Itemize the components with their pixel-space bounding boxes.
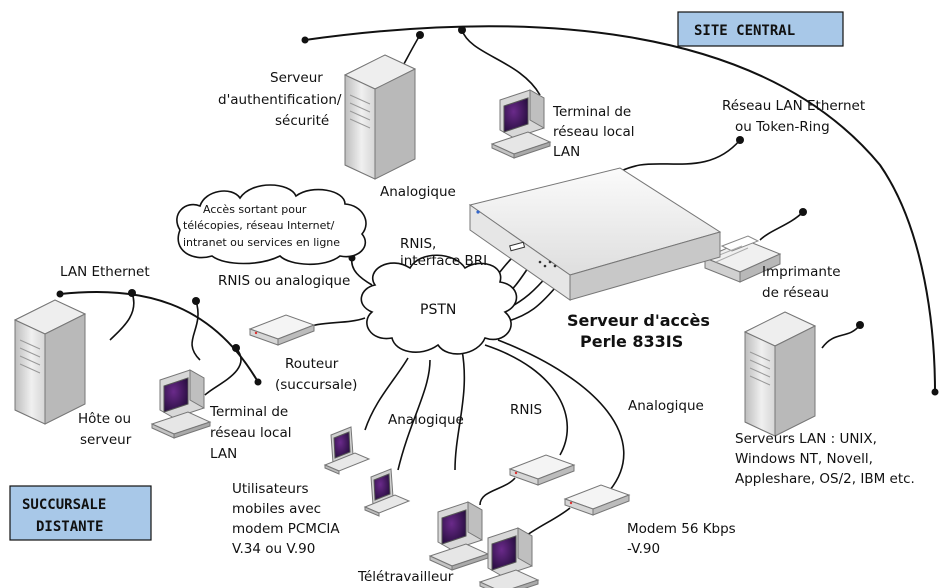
mobile-users-label: V.34 ou V.90 <box>232 541 315 557</box>
branch-terminal-label: Terminal de <box>209 404 288 420</box>
lan-central-label: ou Token-Ring <box>735 119 830 135</box>
modem-label: Modem 56 Kbps <box>627 521 736 537</box>
pstn-cloud: PSTN <box>360 254 518 355</box>
central-terminal-icon <box>491 89 551 159</box>
pstn-label: PSTN <box>420 302 456 318</box>
teleworker-terminal-icon <box>429 501 489 571</box>
laptop-icon <box>324 426 370 475</box>
auth-server-label: sécurité <box>275 113 329 129</box>
auth-server-label: d'authentification/ <box>218 92 342 108</box>
central-terminal-label: LAN <box>553 144 580 160</box>
access-server-icon <box>468 167 722 301</box>
site-central-label: SITE CENTRAL <box>694 23 795 39</box>
laptop-icon <box>364 468 410 517</box>
teleworker-terminal-icon <box>479 527 539 588</box>
outbound-cloud: Accès sortant pour télécopies, réseau In… <box>176 184 367 266</box>
cloud-text-line: intranet ou services en ligne <box>183 236 340 249</box>
cloud-text-line: télécopies, réseau Internet/ <box>183 219 335 232</box>
branch-terminal-icon <box>151 369 211 439</box>
host-server-icon <box>14 299 86 425</box>
lan-servers-label: Windows NT, Novell, <box>735 451 873 467</box>
cloud-text-line: Accès sortant pour <box>203 203 307 216</box>
rnis-label: RNIS <box>510 402 542 418</box>
central-terminal-label: Terminal de <box>552 104 631 120</box>
succursale-label: SUCCURSALE <box>22 497 106 513</box>
host-label: Hôte ou <box>78 411 131 427</box>
printer-label: de réseau <box>762 285 829 301</box>
modem-label: -V.90 <box>627 541 660 557</box>
auth-server-icon <box>344 54 416 180</box>
teleworker-label: Télétravailleur <box>357 569 454 585</box>
router-label: (succursale) <box>275 377 357 393</box>
auth-server-label: Serveur <box>270 70 323 86</box>
analog-top-label: Analogique <box>380 184 456 200</box>
printer-label: Imprimante <box>762 264 841 280</box>
central-terminal-label: réseau local <box>553 124 634 140</box>
rnis-bri-label: interface BRI <box>400 253 487 269</box>
mobile-users-label: Utilisateurs <box>232 481 308 497</box>
router-label: Routeur <box>285 356 339 372</box>
router-icon <box>249 314 315 346</box>
host-label: serveur <box>80 432 132 448</box>
lan-servers-icon <box>744 311 816 437</box>
branch-terminal-label: réseau local <box>210 425 291 441</box>
printer-icon <box>703 235 782 283</box>
succursale-label: DISTANTE <box>36 519 103 535</box>
modem-icon <box>564 484 630 516</box>
mobile-users-label: mobiles avec <box>232 501 321 517</box>
lan-central-label: Réseau LAN Ethernet <box>722 98 865 114</box>
succursale-box: SUCCURSALE DISTANTE <box>9 485 152 541</box>
analog-mid-label: Analogique <box>388 412 464 428</box>
lan-servers-label: Appleshare, OS/2, IBM etc. <box>735 471 915 487</box>
lan-ethernet-label: LAN Ethernet <box>60 264 150 280</box>
access-server-label: Serveur d'accès <box>567 311 710 330</box>
rnis-bri-label: RNIS, <box>400 236 436 252</box>
rnis-analog-label: RNIS ou analogique <box>218 273 350 289</box>
mobile-users-label: modem PCMCIA <box>232 521 340 537</box>
branch-terminal-label: LAN <box>210 446 237 462</box>
modem-icon <box>509 454 575 486</box>
lan-servers-label: Serveurs LAN : UNIX, <box>735 431 877 447</box>
analog-right-label: Analogique <box>628 398 704 414</box>
access-server-label: Perle 833IS <box>580 332 683 351</box>
site-central-box: SITE CENTRAL <box>677 11 844 47</box>
